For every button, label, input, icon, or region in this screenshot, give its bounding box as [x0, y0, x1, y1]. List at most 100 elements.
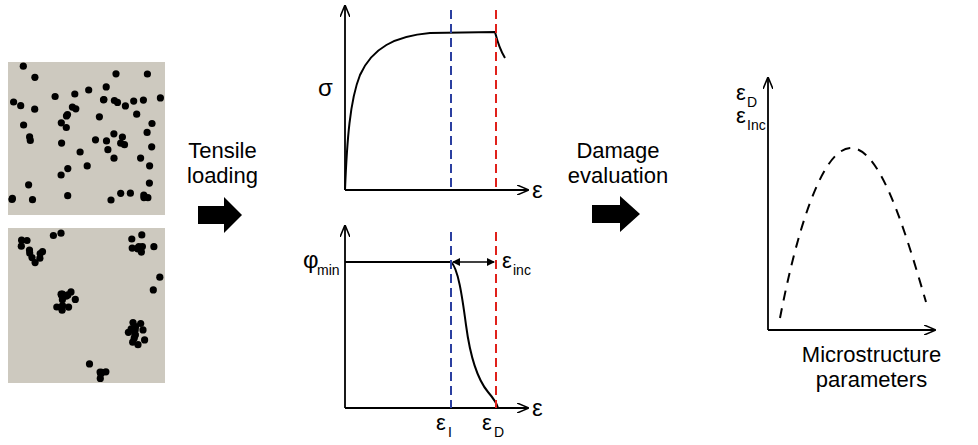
block-arrow — [592, 196, 640, 232]
particle — [20, 121, 27, 128]
particle — [26, 133, 33, 140]
particle — [140, 97, 147, 104]
axis-label: ε — [502, 248, 512, 273]
particle — [156, 274, 163, 281]
axis-label: σ — [318, 74, 333, 102]
particle — [18, 243, 25, 250]
phi-min-plot — [345, 226, 528, 408]
particle — [111, 97, 118, 104]
particle — [104, 146, 111, 153]
particle — [28, 254, 35, 261]
particle — [17, 102, 24, 109]
trend-plot — [768, 78, 935, 330]
particle — [58, 119, 65, 126]
particle — [148, 143, 155, 150]
microstructure-random — [8, 62, 165, 215]
particle — [138, 231, 145, 238]
particle — [134, 245, 141, 252]
particle — [31, 74, 38, 81]
particle — [9, 195, 16, 202]
particle — [119, 133, 126, 140]
particle — [65, 304, 72, 311]
particle — [64, 192, 71, 199]
particle — [97, 375, 104, 382]
axis-label: ε — [532, 394, 543, 422]
particle — [71, 90, 78, 97]
particle — [132, 331, 139, 338]
axis-subscript: D — [494, 424, 504, 440]
particle — [127, 190, 134, 197]
particle — [110, 155, 117, 162]
particle — [85, 86, 92, 93]
particle — [84, 162, 91, 169]
axis-label: ε — [532, 176, 543, 204]
particle — [140, 194, 147, 201]
particle — [29, 196, 36, 203]
particle — [64, 165, 71, 172]
particle — [26, 246, 33, 253]
particle — [96, 113, 103, 120]
particle — [150, 286, 157, 293]
particle — [144, 129, 151, 136]
particle — [58, 171, 65, 178]
particle — [110, 130, 117, 137]
particle — [58, 291, 65, 298]
particle — [100, 96, 107, 103]
particle — [129, 319, 136, 326]
particle — [150, 243, 157, 250]
particle — [117, 190, 124, 197]
microstructure-clustered — [8, 228, 165, 383]
step-label: Damage evaluation — [558, 138, 678, 189]
axis-label: φ — [303, 246, 319, 274]
particle — [141, 336, 148, 343]
particle — [57, 230, 64, 237]
particle — [86, 360, 93, 367]
particle — [133, 111, 140, 118]
axis-subscript: D — [747, 94, 757, 110]
stress-strain-plot — [345, 6, 528, 190]
particle — [92, 136, 99, 143]
particle — [137, 155, 144, 162]
block-arrow — [198, 197, 242, 233]
particle — [121, 141, 128, 148]
axis-label: ε — [436, 410, 446, 435]
particle — [64, 291, 71, 298]
axis-title: Microstructure parameters — [769, 342, 974, 393]
particle — [103, 83, 110, 90]
axis-subscript: min — [317, 262, 340, 278]
particle — [112, 70, 119, 77]
particle — [10, 98, 17, 105]
particle — [100, 96, 107, 103]
axis-label: ε — [736, 103, 746, 128]
particle — [102, 368, 109, 375]
particle — [31, 106, 38, 113]
particle — [107, 196, 114, 203]
particle — [157, 94, 164, 101]
particle — [52, 93, 59, 100]
particle — [139, 326, 146, 333]
particle — [69, 104, 76, 111]
particle — [146, 162, 153, 169]
axis-subscript: I — [448, 424, 452, 440]
particle — [148, 120, 155, 127]
particle — [36, 255, 43, 262]
particle — [53, 303, 60, 310]
particle — [134, 341, 141, 348]
particle — [122, 102, 129, 109]
particle — [77, 148, 84, 155]
particle — [20, 63, 27, 70]
axis-label: ε — [482, 410, 492, 435]
step-label: Tensile loading — [170, 138, 275, 189]
particle — [72, 296, 79, 303]
particle — [58, 140, 65, 147]
particle — [63, 112, 70, 119]
particle — [25, 181, 32, 188]
particle — [146, 180, 153, 187]
axis-subscript: inc — [513, 262, 531, 278]
particle — [144, 70, 151, 77]
particle — [50, 232, 57, 239]
particle — [130, 98, 137, 105]
axis-subscript: Inc — [747, 117, 766, 133]
particle — [103, 137, 110, 144]
particle — [134, 245, 141, 252]
